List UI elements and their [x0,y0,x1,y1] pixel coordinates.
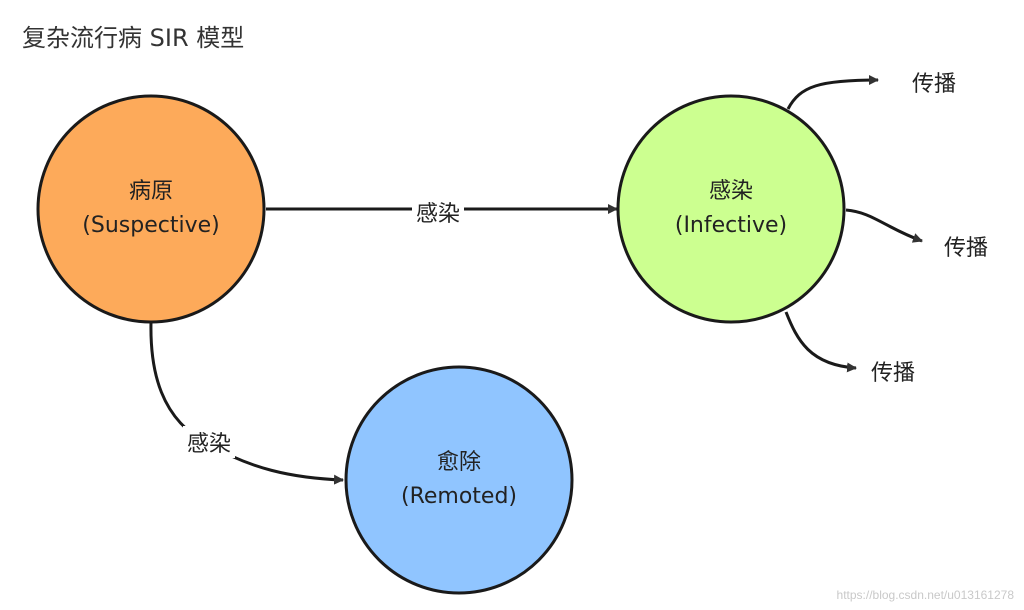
node-infective-name: 感染 [708,179,753,204]
node-infective-sub: (Infective) [674,213,788,238]
watermark: https://blog.csdn.net/u013161278 [836,588,1014,602]
edge-label-s-to-r: 感染 [183,426,236,458]
node-suspective-sub: (Suspective) [82,213,220,238]
node-suspective-name: 病原 [128,179,173,204]
spread-label-3: 传播 [871,361,916,386]
spread-arrow-3 [784,311,857,373]
node-remoted-name: 愈除 [436,450,481,475]
spread-label-2: 传播 [944,236,989,261]
node-suspective [36,94,266,324]
node-remoted [344,365,574,595]
node-infective-label: 感染 (Infective) [641,175,821,243]
node-infective [616,94,846,324]
node-remoted-sub: (Remoted) [400,484,517,509]
node-suspective-label: 病原 (Suspective) [61,175,241,243]
node-remoted-label: 愈除 (Remoted) [369,446,549,514]
edge-label-s-to-i: 感染 [412,196,465,228]
spread-label-1: 传播 [912,72,957,97]
spread-arrow-1 [786,75,879,110]
page-title: 复杂流行病 SIR 模型 [22,24,245,52]
edge-suspective-to-remoted [149,321,344,485]
spread-arrow-2 [845,208,923,243]
